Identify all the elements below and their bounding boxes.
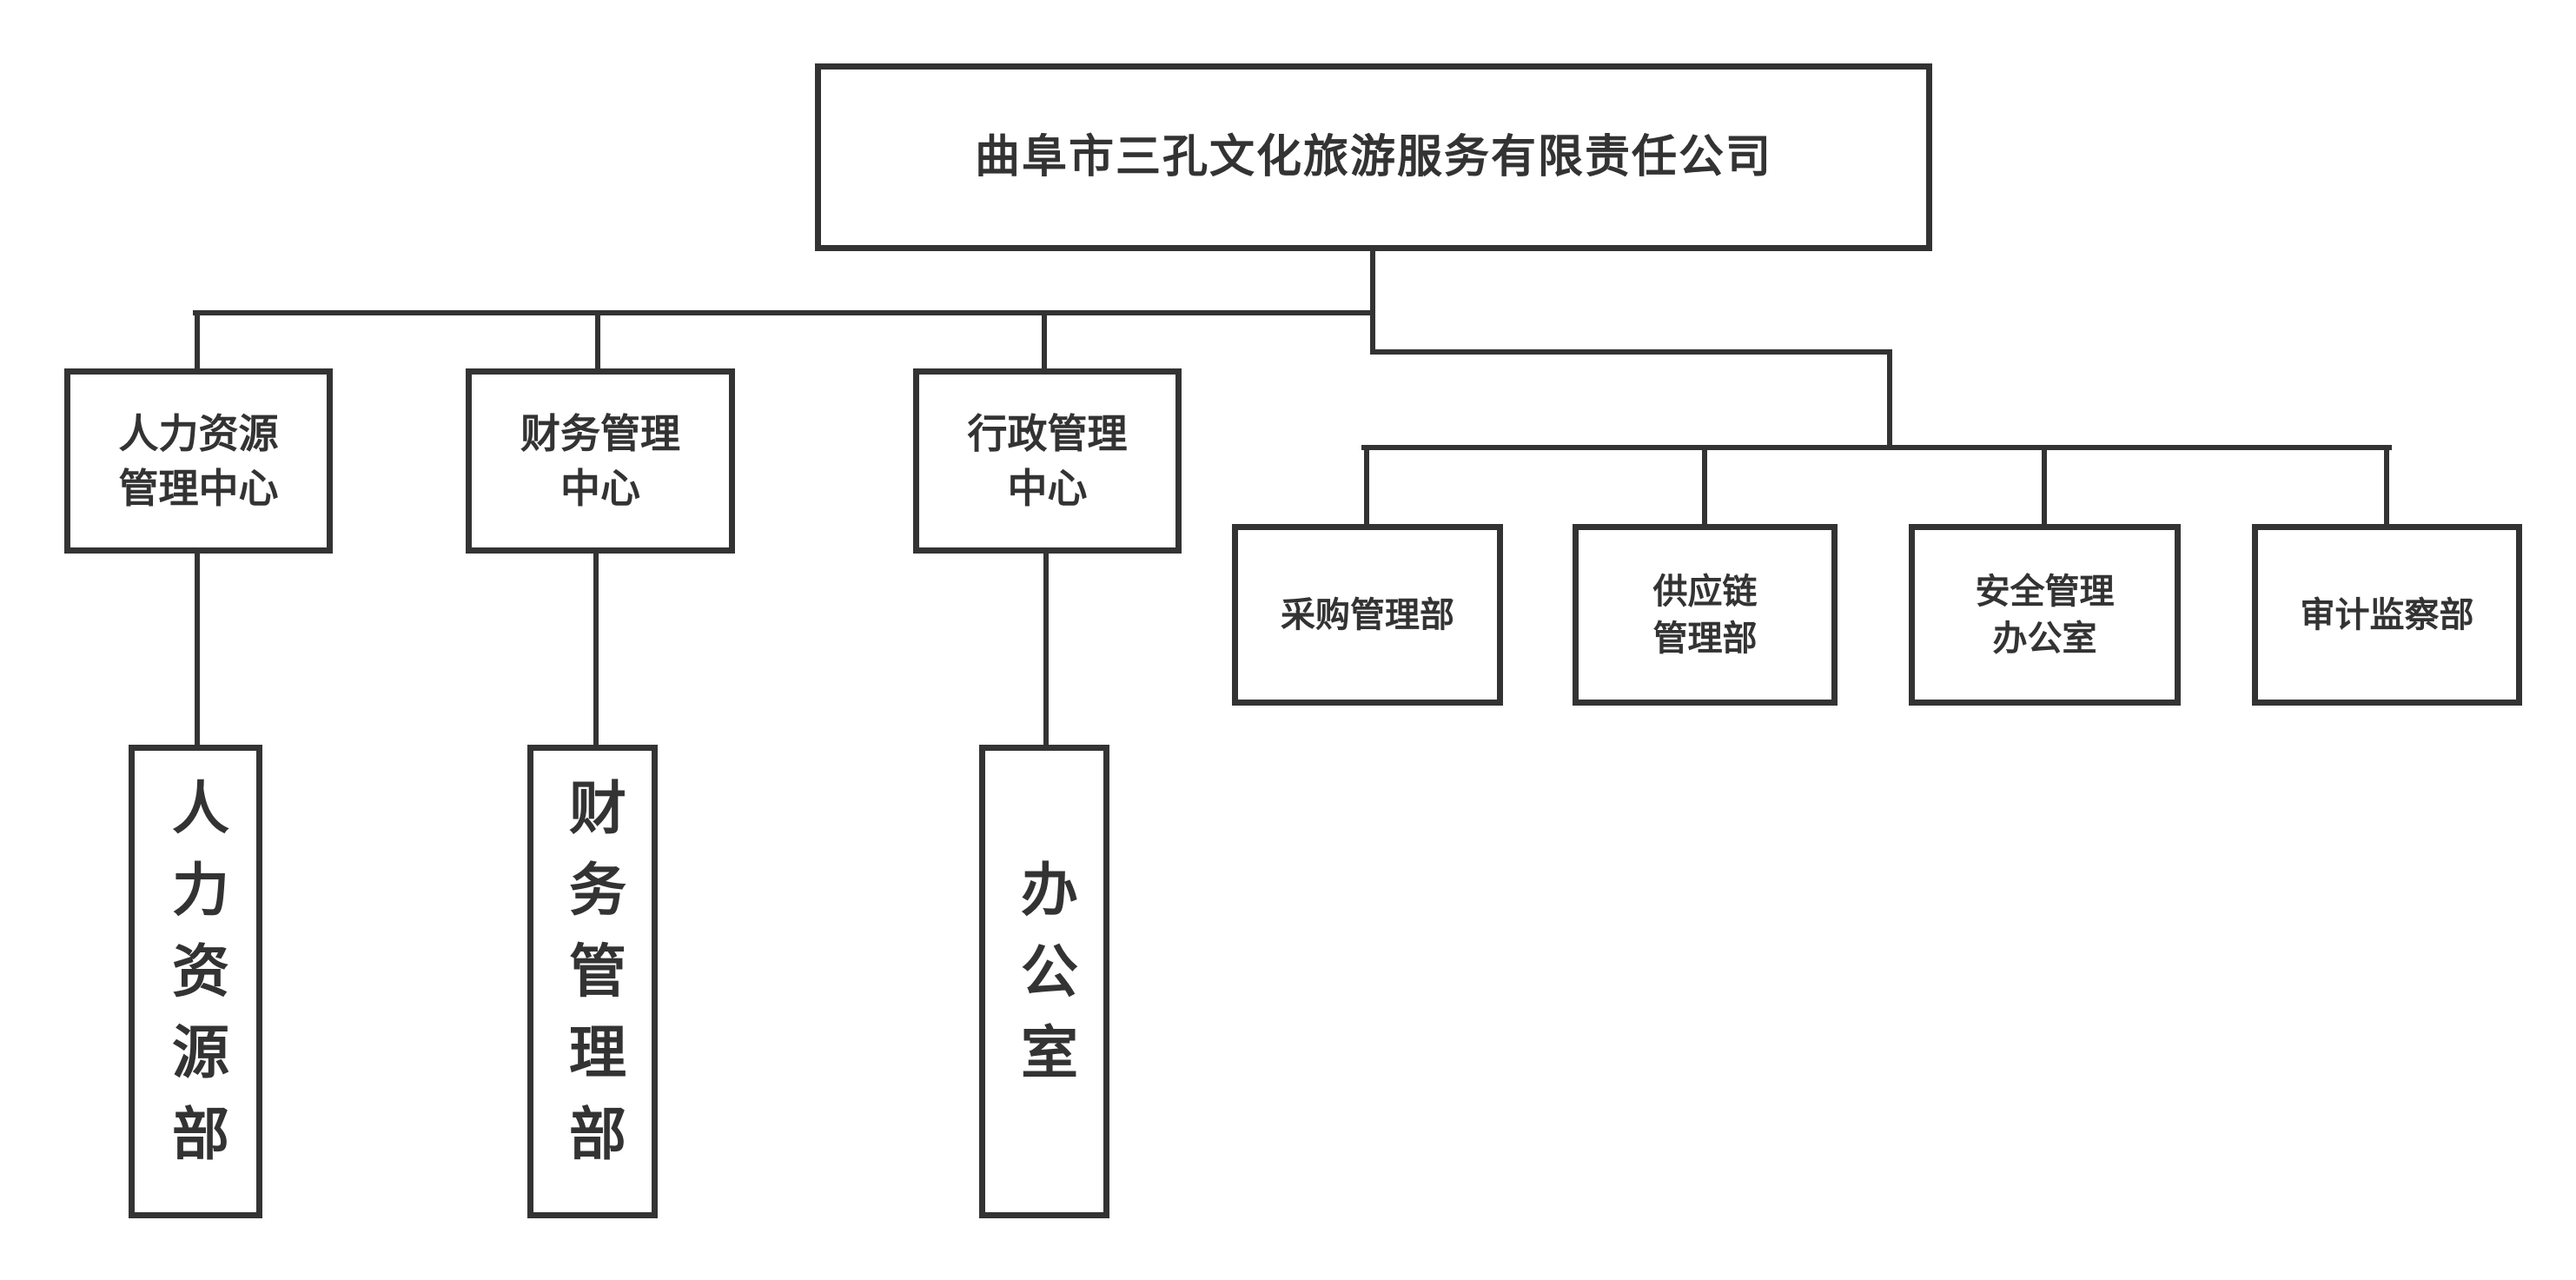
- connector-hr-center-to-hr-dept: [195, 554, 200, 746]
- org-node-supply-chain-dept: 供应链 管理部: [1573, 524, 1838, 706]
- connector-drop-procurement: [1364, 445, 1369, 527]
- org-node-audit-supervision-dept-label: 审计监察部: [2300, 594, 2474, 635]
- org-node-company: 曲阜市三孔文化旅游服务有限责任公司: [815, 63, 1932, 251]
- connector-drop-hr-center: [195, 310, 200, 371]
- org-node-hr-dept: 人力资源部: [129, 745, 262, 1218]
- org-node-finance-dept: 财务管理部: [527, 745, 658, 1218]
- org-node-safety-management-office: 安全管理 办公室: [1909, 524, 2181, 706]
- org-node-admin-management-center: 行政管理 中心: [913, 368, 1182, 554]
- connector-drop-finance-center: [595, 310, 600, 371]
- org-node-admin-management-center-label: 行政管理 中心: [967, 410, 1128, 512]
- connector-finance-center-to-finance-dept: [593, 554, 599, 746]
- org-node-procurement-dept-label: 采购管理部: [1281, 594, 1454, 635]
- org-node-office: 办公室: [979, 745, 1109, 1218]
- org-node-finance-management-center-label: 财务管理 中心: [520, 410, 680, 512]
- org-node-hr-dept-label: 人力资源部: [162, 778, 229, 1185]
- connector-admin-center-to-office: [1043, 554, 1049, 746]
- org-node-safety-management-office-label: 安全管理 办公室: [1975, 571, 2115, 659]
- org-node-hr-management-center-label: 人力资源 管理中心: [118, 410, 279, 512]
- connector-drop-safety-office: [2042, 445, 2047, 527]
- org-node-procurement-dept: 采购管理部: [1232, 524, 1503, 706]
- connector-drop-supply-chain: [1702, 445, 1707, 527]
- org-node-finance-dept-label: 财务管理部: [560, 778, 626, 1185]
- org-node-office-label: 办公室: [1011, 859, 1078, 1104]
- connector-drop-admin-center: [1042, 310, 1047, 371]
- connector-centers-horizontal: [193, 310, 1373, 315]
- org-node-hr-management-center: 人力资源 管理中心: [64, 368, 333, 554]
- connector-depts-horizontal: [1361, 445, 2392, 450]
- connector-root-vertical: [1370, 250, 1375, 355]
- org-node-supply-chain-dept-label: 供应链 管理部: [1652, 571, 1758, 659]
- connector-right-branch-vertical: [1887, 349, 1892, 450]
- org-node-audit-supervision-dept: 审计监察部: [2252, 524, 2522, 706]
- connector-drop-audit: [2384, 445, 2389, 527]
- org-node-finance-management-center: 财务管理 中心: [466, 368, 735, 554]
- connector-right-branch-horizontal: [1370, 349, 1892, 355]
- org-node-company-label: 曲阜市三孔文化旅游服务有限责任公司: [974, 130, 1772, 183]
